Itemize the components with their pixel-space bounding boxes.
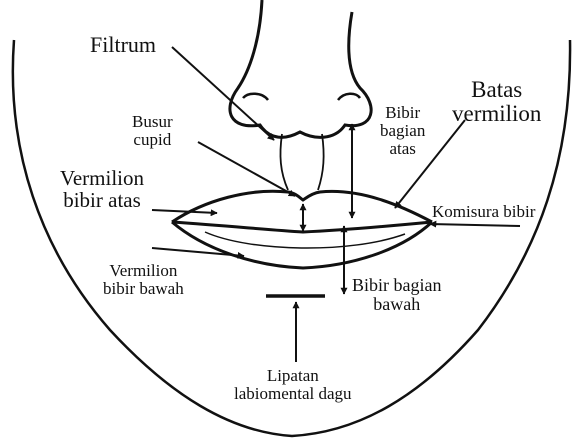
arrow-vermilion-bibir-bawah	[152, 248, 244, 256]
label-komisura-bibir: Komisura bibir	[432, 203, 535, 221]
label-vermilion-bibir-bawah-line1: Vermilion	[103, 262, 184, 280]
lower-lip-inner-line	[205, 232, 405, 248]
label-vermilion-bibir-bawah: Vermilion bibir bawah	[103, 262, 184, 298]
philtrum-column-right	[318, 134, 324, 190]
label-busur-cupid-line1: Busur	[132, 113, 173, 131]
arrow-vermilion-bibir-atas	[152, 210, 217, 213]
nostril-left	[243, 94, 268, 100]
label-bibir-bagian-bawah-line2: bawah	[352, 295, 441, 314]
philtrum-column-left	[280, 134, 288, 190]
nostril-right	[338, 94, 360, 100]
label-vermilion-bibir-atas: Vermilion bibir atas	[60, 167, 144, 211]
label-lipatan-labiomental-dagu: Lipatan labiomental dagu	[234, 367, 352, 403]
label-bibir-bagian-atas-line2: bagian	[380, 122, 425, 140]
label-busur-cupid: Busur cupid	[132, 113, 173, 149]
label-bibir-bagian-bawah-line1: Bibir bagian	[352, 276, 441, 295]
label-bibir-bagian-bawah: Bibir bagian bawah	[352, 276, 441, 314]
label-bibir-bagian-atas-line1: Bibir	[380, 104, 425, 122]
label-vermilion-bibir-bawah-line2: bibir bawah	[103, 280, 184, 298]
label-vermilion-bibir-atas-line2: bibir atas	[60, 189, 144, 211]
label-bibir-bagian-atas-line3: atas	[380, 140, 425, 158]
nose	[230, 0, 371, 137]
label-lipatan-labiomental-dagu-line2: labiomental dagu	[234, 385, 352, 403]
label-busur-cupid-line2: cupid	[132, 131, 173, 149]
label-vermilion-bibir-atas-line1: Vermilion	[60, 167, 144, 189]
label-filtrum: Filtrum	[90, 33, 156, 56]
label-batas-vermilion-line1: Batas	[452, 78, 541, 102]
label-batas-vermilion: Batas vermilion	[452, 78, 541, 126]
arrow-komisura-bibir	[430, 224, 520, 226]
label-batas-vermilion-line2: vermilion	[452, 102, 541, 126]
label-lipatan-labiomental-dagu-line1: Lipatan	[234, 367, 352, 385]
label-bibir-bagian-atas: Bibir bagian atas	[380, 104, 425, 158]
